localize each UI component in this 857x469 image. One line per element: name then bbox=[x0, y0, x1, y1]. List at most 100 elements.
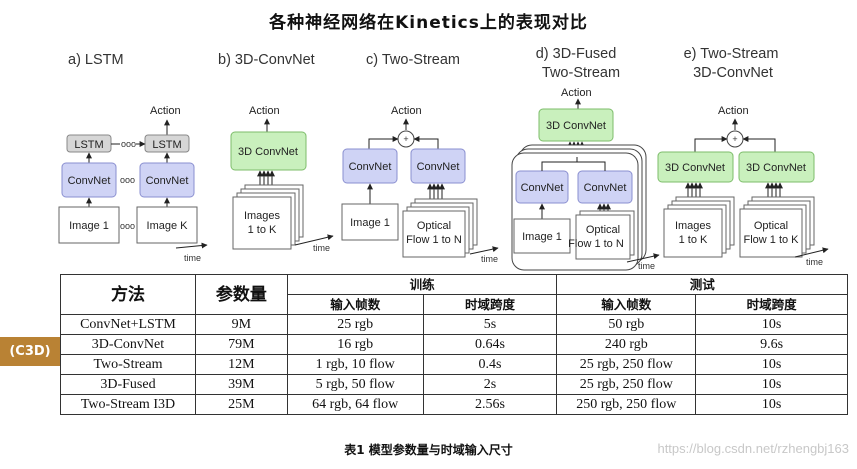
image-1-frame bbox=[58, 206, 120, 244]
panel-b-action-label: Action bbox=[249, 105, 280, 117]
header-test-temporal-span: 时域跨度 bbox=[695, 294, 848, 315]
panel-c-flow-stack bbox=[402, 210, 466, 258]
cell-params: 79M bbox=[194, 334, 288, 355]
comparison-table-wrap: 方法 参数量 训练 测试 输入帧数 时域跨度 输入帧数 时域跨度 ConvNet… bbox=[60, 274, 848, 415]
cell-method: ConvNet+LSTM bbox=[60, 314, 196, 335]
cell-train-input: 16 rgb bbox=[286, 334, 424, 355]
cell-method: 3D-Fused bbox=[60, 374, 196, 395]
panel-c-flow-l1: Optical bbox=[417, 220, 451, 232]
lstm-dots: ooo bbox=[121, 139, 136, 149]
panel-c-convnet-flow-label: ConvNet bbox=[417, 161, 460, 173]
panel-e-label-l2: 3D-ConvNet bbox=[693, 65, 773, 81]
panel-d-label-l1: d) 3D-Fused bbox=[536, 46, 617, 62]
panel-d-image-1-label: Image 1 bbox=[522, 231, 562, 243]
panel-b-time-label: time bbox=[313, 243, 330, 253]
convnet-box-k-label: ConvNet bbox=[146, 175, 189, 187]
cell-params: 39M bbox=[194, 374, 288, 395]
panel-d-image-1 bbox=[513, 218, 571, 254]
cell-method: Two-Stream bbox=[60, 354, 196, 375]
header-train-input-frames: 输入帧数 bbox=[286, 294, 424, 315]
cell-test-span: 10s bbox=[695, 354, 848, 375]
convnet-box-1-label: ConvNet bbox=[68, 175, 111, 187]
panel-e-action-label: Action bbox=[718, 105, 749, 117]
cell-test-span: 9.6s bbox=[695, 334, 848, 355]
panel-a-action-label: Action bbox=[150, 105, 181, 117]
panel-c-time-label: time bbox=[481, 254, 498, 264]
panel-d-flow-l2: Flow 1 to N bbox=[568, 238, 624, 250]
panel-e-images-l2: 1 to K bbox=[679, 234, 708, 246]
panel-b-images-stack bbox=[232, 196, 292, 250]
panel-e-plus: + bbox=[732, 134, 737, 144]
cell-test-input: 25 rgb, 250 flow bbox=[556, 354, 697, 375]
header-train-temporal-span: 时域跨度 bbox=[422, 294, 558, 315]
cell-test-input: 50 rgb bbox=[556, 314, 697, 335]
panel-c-label: c) Two-Stream bbox=[366, 52, 460, 68]
panel-e-flow-l2: Flow 1 to K bbox=[743, 234, 799, 246]
c3d-badge: (C3D) bbox=[0, 337, 60, 366]
panel-e-images-stack bbox=[663, 208, 723, 258]
panel-e-time-label: time bbox=[806, 257, 823, 267]
comparison-table: 方法 参数量 训练 测试 输入帧数 时域跨度 输入帧数 时域跨度 ConvNet… bbox=[60, 274, 848, 415]
panel-a-time-label: time bbox=[184, 253, 201, 263]
panel-c-image-1-label: Image 1 bbox=[350, 217, 390, 229]
panel-d-action-label: Action bbox=[561, 87, 592, 99]
cell-train-input: 5 rgb, 50 flow bbox=[286, 374, 424, 395]
table-row: Two-Stream I3D 25M 64 rgb, 64 flow 2.56s… bbox=[60, 394, 848, 415]
panel-a-label: a) LSTM bbox=[68, 52, 124, 68]
panel-c-action-label: Action bbox=[391, 105, 422, 117]
panel-d-convnet-flow-label: ConvNet bbox=[584, 182, 627, 194]
header-test-input-frames: 输入帧数 bbox=[556, 294, 697, 315]
image-k-frame bbox=[136, 206, 198, 244]
table-row: Two-Stream 12M 1 rgb, 10 flow 0.4s 25 rg… bbox=[60, 354, 848, 375]
panel-c-convnet-rgb bbox=[342, 148, 398, 184]
cell-train-input: 64 rgb, 64 flow bbox=[286, 394, 424, 415]
panel-e-images-l1: Images bbox=[675, 220, 712, 232]
convnet-box-1 bbox=[61, 162, 117, 198]
panel-e-3d-convnet-flow bbox=[738, 151, 815, 183]
panel-d-label-l2: Two-Stream bbox=[542, 65, 620, 81]
panel-d-time-label: time bbox=[638, 261, 655, 271]
cell-test-input: 250 rgb, 250 flow bbox=[556, 394, 697, 415]
cell-train-span: 0.4s bbox=[422, 354, 558, 375]
table-caption: 表1 模型参数量与时域输入尺寸 bbox=[344, 443, 513, 457]
architecture-diagram: a) LSTM Action LSTM LSTM ooo ConvNet Con… bbox=[58, 46, 829, 271]
panel-d-convnet-rgb-label: ConvNet bbox=[521, 182, 564, 194]
panel-c-convnet-rgb-label: ConvNet bbox=[349, 161, 392, 173]
panel-b-3d-convnet-label: 3D ConvNet bbox=[238, 146, 298, 158]
cell-train-span: 5s bbox=[422, 314, 558, 335]
cell-params: 25M bbox=[194, 394, 288, 415]
panel-b-images-l2: 1 to K bbox=[248, 224, 277, 236]
table-row: 3D-Fused 39M 5 rgb, 50 flow 2s 25 rgb, 2… bbox=[60, 374, 848, 395]
panel-c-plus: + bbox=[403, 134, 408, 144]
convnet-dots: ooo bbox=[120, 175, 135, 185]
panel-c-two-stream: c) Two-Stream Action + ConvNet ConvNet I… bbox=[341, 52, 499, 264]
image-1-label: Image 1 bbox=[69, 220, 109, 232]
panel-c-image-1 bbox=[341, 203, 399, 241]
panel-b-3d-convnet: b) 3D-ConvNet Action 3D ConvNet Images 1… bbox=[218, 52, 334, 253]
cell-test-span: 10s bbox=[695, 374, 848, 395]
cell-test-input: 240 rgb bbox=[556, 334, 697, 355]
cell-test-input: 25 rgb, 250 flow bbox=[556, 374, 697, 395]
panel-b-images-l1: Images bbox=[244, 210, 281, 222]
panel-a-lstm: a) LSTM Action LSTM LSTM ooo ConvNet Con… bbox=[58, 52, 208, 263]
panel-d-3d-fused: d) 3D-Fused Two-Stream Action 3D ConvNet… bbox=[511, 46, 660, 271]
table-row: 3D-ConvNet 79M 16 rgb 0.64s 240 rgb 9.6s bbox=[60, 334, 848, 355]
table-row: ConvNet+LSTM 9M 25 rgb 5s 50 rgb 10s bbox=[60, 314, 848, 335]
panel-e-3d-convnet-rgb-label: 3D ConvNet bbox=[665, 162, 725, 174]
panel-e-flow-l1: Optical bbox=[754, 220, 788, 232]
cell-train-span: 2s bbox=[422, 374, 558, 395]
panel-c-convnet-flow bbox=[410, 148, 466, 184]
panel-d-3d-convnet-label: 3D ConvNet bbox=[546, 120, 606, 132]
watermark: https://blog.csdn.net/rzhengbj163 bbox=[657, 441, 849, 456]
cell-train-span: 2.56s bbox=[422, 394, 558, 415]
header-method: 方法 bbox=[60, 274, 196, 315]
cell-train-input: 1 rgb, 10 flow bbox=[286, 354, 424, 375]
panel-e-two-stream-3d: e) Two-Stream 3D-ConvNet Action + 3D Con… bbox=[657, 46, 829, 267]
header-params: 参数量 bbox=[194, 274, 288, 315]
panel-b-label: b) 3D-ConvNet bbox=[218, 52, 315, 68]
panel-d-3d-convnet-box bbox=[538, 108, 614, 142]
lstm-box-1-label: LSTM bbox=[74, 139, 103, 151]
cell-train-span: 0.64s bbox=[422, 334, 558, 355]
cell-method: Two-Stream I3D bbox=[60, 394, 196, 415]
header-train: 训练 bbox=[286, 274, 558, 295]
